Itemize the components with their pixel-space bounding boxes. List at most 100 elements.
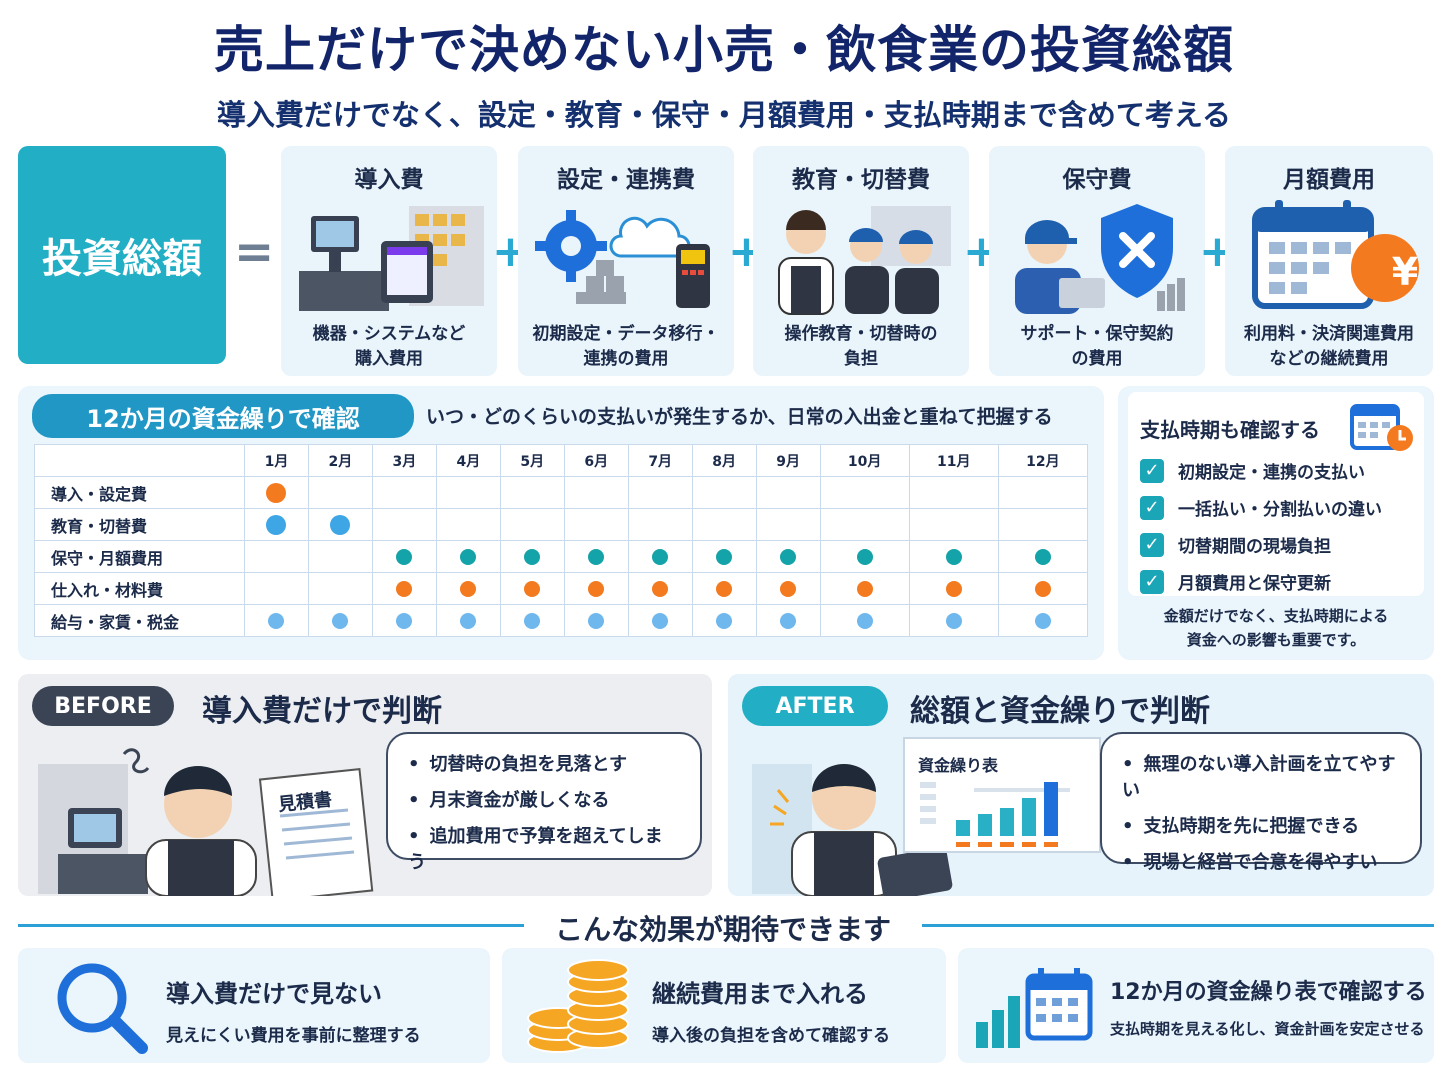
payment-dot xyxy=(716,548,733,565)
payment-timing-note-line1: 金額だけでなく、支払時期による xyxy=(1163,607,1389,625)
cashflow-cell xyxy=(908,604,999,637)
cashflow-row-label: 仕入れ・材料費 xyxy=(34,572,245,605)
cashflow-cell xyxy=(307,476,373,509)
staff-training-icon xyxy=(778,206,951,315)
cost-card-maintenance: 保守費 サポート・保守契約の費用 xyxy=(989,146,1205,376)
cashflow-cell xyxy=(997,540,1089,573)
cashflow-row: 給与・家賃・税金 xyxy=(34,604,1089,637)
effect-title: 12か月の資金繰り表で確認する xyxy=(1110,980,1427,1005)
cashflow-cell xyxy=(627,508,693,541)
cashflow-row-label: 教育・切替費 xyxy=(34,508,245,541)
month-header: 9月 xyxy=(755,444,821,477)
cashflow-cell xyxy=(691,572,757,605)
cashflow-cell xyxy=(627,572,693,605)
payment-dot xyxy=(780,580,797,597)
cashflow-cell xyxy=(691,540,757,573)
payment-dot xyxy=(588,612,605,629)
cashflow-cell xyxy=(371,540,437,573)
payment-dot xyxy=(588,548,605,565)
cashflow-cell xyxy=(819,604,910,637)
checkbox-checked-icon: ✓ xyxy=(1140,495,1164,520)
payment-dot xyxy=(524,548,541,565)
payment-dot xyxy=(396,612,413,629)
total-investment-box: 投資総額 xyxy=(18,146,226,364)
cashflow-cell xyxy=(435,604,501,637)
payment-dot xyxy=(396,580,413,597)
cashflow-cell xyxy=(307,540,373,573)
payment-dot xyxy=(588,580,605,597)
month-header: 4月 xyxy=(435,444,501,477)
checkbox-checked-icon: ✓ xyxy=(1140,569,1164,594)
payment-dot xyxy=(332,612,349,629)
payment-dot xyxy=(945,580,962,597)
payment-timing-title: 支払時期も確認する xyxy=(1140,418,1320,442)
cashflow-cell xyxy=(908,572,999,605)
payment-dot xyxy=(652,548,669,565)
cost-card-training: 教育・切替費 操作教育・切替時の負担 xyxy=(753,146,969,376)
month-header: 8月 xyxy=(691,444,757,477)
cashflow-cell xyxy=(819,508,910,541)
month-header: 3月 xyxy=(371,444,437,477)
month-header: 5月 xyxy=(499,444,565,477)
cashflow-cell xyxy=(755,540,821,573)
cashflow-cell xyxy=(499,508,565,541)
cost-card-desc-line2: などの継続費用 xyxy=(1269,349,1389,369)
cashflow-cell xyxy=(997,476,1089,509)
cost-card-title: 教育・切替費 xyxy=(792,167,930,193)
cashflow-cell xyxy=(819,572,910,605)
cost-card-setup: 設定・連携費 初期設定・データ移行・連携の費用 xyxy=(518,146,734,376)
confident-staff-icon xyxy=(752,737,1101,896)
payment-dot xyxy=(780,548,797,565)
after-points: 無理のない導入計画を立てやすい支払時期を先に把握できる現場と経営で合意を得やすい xyxy=(1122,750,1400,874)
payment-dot xyxy=(716,612,733,629)
before-title: 導入費だけで判断 xyxy=(202,694,442,729)
after-title: 総額と資金繰りで判断 xyxy=(910,694,1210,729)
effect-card-2: 継続費用まで入れる 導入後の負担を含めて確認する xyxy=(502,948,946,1063)
payment-dot xyxy=(524,580,541,597)
cost-card-title: 設定・連携費 xyxy=(557,167,695,193)
cashflow-cell xyxy=(244,540,309,573)
payment-dot xyxy=(460,548,477,565)
before-panel: BEFORE 導入費だけで判断 見積書 切替時の負担を見落とす月末資金が厳しくな… xyxy=(18,674,712,896)
payment-dot xyxy=(1034,612,1051,629)
cost-card-desc-line2: 購入費用 xyxy=(355,349,423,369)
after-point: 支払時期を先に把握できる xyxy=(1122,812,1400,838)
before-point: 追加費用で予算を超えてしまう xyxy=(408,822,680,874)
cost-card-desc-line1: 機器・システムなど xyxy=(312,324,466,344)
before-bubble: 切替時の負担を見落とす月末資金が厳しくなる追加費用で予算を超えてしまう xyxy=(386,732,702,873)
cashflow-row: 保守・月額費用 xyxy=(34,540,1089,573)
checklist-item-label: 初期設定・連携の支払い xyxy=(1178,463,1365,483)
cashflow-cell xyxy=(997,572,1089,605)
checklist-item-label: 一括払い・分割払いの違い xyxy=(1178,500,1382,520)
cashflow-cell xyxy=(371,476,437,509)
payment-timing-note-line2: 資金への影響も重要です。 xyxy=(1186,631,1366,649)
checklist-item-label: 月額費用と保守更新 xyxy=(1178,574,1331,594)
cashflow-cell xyxy=(755,476,821,509)
equals-sign: = xyxy=(234,224,275,280)
cashflow-row: 導入・設定費 xyxy=(34,476,1089,509)
cashflow-cell xyxy=(691,604,757,637)
cashflow-cell xyxy=(691,508,757,541)
cashflow-cell xyxy=(435,508,501,541)
cashflow-cell xyxy=(691,476,757,509)
cashflow-cell xyxy=(627,604,693,637)
page-subtitle: 導入費だけでなく、設定・教育・保守・月額費用・支払時期まで含めて考える xyxy=(216,98,1232,132)
payment-dot xyxy=(945,612,962,629)
cost-card-desc-line1: 初期設定・データ移行・ xyxy=(532,324,720,344)
payment-timing-checklist: ✓初期設定・連携の支払い✓一括払い・分割払いの違い✓切替期間の現場負担✓月額費用… xyxy=(1140,458,1382,606)
after-bubble: 無理のない導入計画を立てやすい支払時期を先に把握できる現場と経営で合意を得やすい xyxy=(1100,732,1422,873)
payment-dot xyxy=(460,580,477,597)
month-header: 10月 xyxy=(819,444,910,477)
effect-subtitle: 見えにくい費用を事前に整理する xyxy=(166,1026,421,1046)
checklist-item: ✓初期設定・連携の支払い xyxy=(1140,458,1382,483)
cost-card-desc-line2: の費用 xyxy=(1071,349,1123,369)
month-header: 6月 xyxy=(563,444,629,477)
cashflow-cell xyxy=(499,604,565,637)
cashflow-cell xyxy=(435,572,501,605)
cashflow-cell xyxy=(819,540,910,573)
cashflow-row: 教育・切替費 xyxy=(34,508,1089,541)
cashflow-cell xyxy=(819,476,910,509)
payment-timing-note: 金額だけでなく、支払時期による 資金への影響も重要です。 xyxy=(1118,604,1434,652)
payment-dot xyxy=(780,612,797,629)
